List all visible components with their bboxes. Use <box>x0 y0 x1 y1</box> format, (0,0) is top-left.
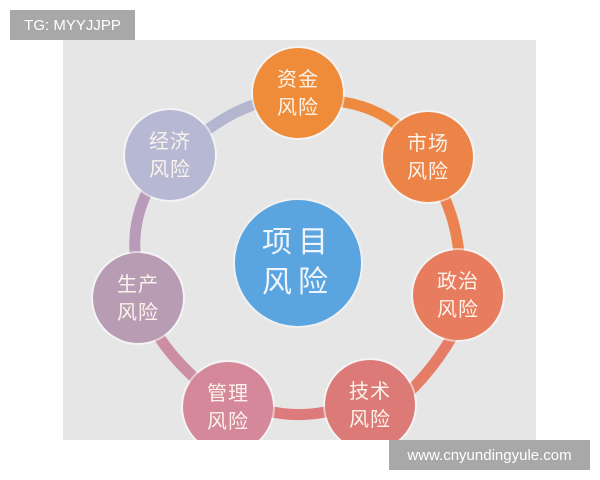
watermark-bottom-url: www.cnyundingyule.com <box>389 440 590 470</box>
watermark-top-label: TG: MYYJJPP <box>10 10 135 40</box>
node-technical-risk: 技术 风险 <box>325 360 415 440</box>
node-label-line2: 风险 <box>407 159 449 183</box>
node-market-risk: 市场 风险 <box>383 112 473 202</box>
connector-economic-funding <box>197 96 269 139</box>
node-political-risk: 政治 风险 <box>413 250 503 340</box>
node-label-line1: 资金 <box>277 67 319 91</box>
node-label-line1: 经济 <box>149 129 191 153</box>
node-label-line2: 风险 <box>117 300 159 324</box>
node-label-line1: 生产 <box>117 272 159 296</box>
center-node-project-risk: 项目 风险 <box>235 200 361 326</box>
node-production-risk: 生产 风险 <box>93 253 183 343</box>
node-label-line1: 市场 <box>407 131 449 155</box>
node-label-line1: 政治 <box>437 269 479 293</box>
node-label-line2: 风险 <box>437 297 479 321</box>
node-label-line1: 管理 <box>207 381 249 405</box>
node-label-line2: 风险 <box>149 157 191 181</box>
node-economic-risk: 经济 风险 <box>125 110 215 200</box>
connector-production-economic <box>129 184 154 258</box>
node-funding-risk: 资金 风险 <box>253 48 343 138</box>
risk-diagram-panel: 项目 风险 资金 风险 市场 风险 政治 风险 技术 风险 管理 风险 生产 风… <box>63 40 536 440</box>
node-management-risk: 管理 风险 <box>183 362 273 440</box>
node-label-line1: 技术 <box>349 379 391 403</box>
node-label-line2: 风险 <box>207 409 249 433</box>
center-node-line1: 项目 <box>262 225 334 260</box>
center-node-line2: 风险 <box>262 265 334 300</box>
node-label-line2: 风险 <box>277 95 319 119</box>
node-label-line2: 风险 <box>349 407 391 431</box>
